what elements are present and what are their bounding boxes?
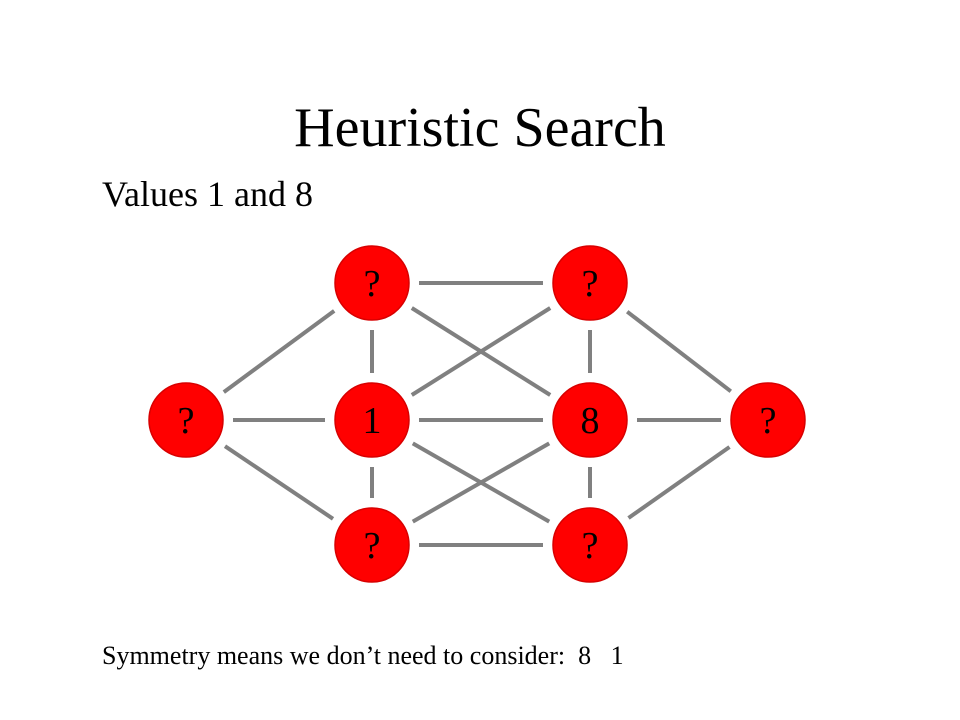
node-circle <box>552 245 628 321</box>
node-label: ? <box>760 400 777 442</box>
edge-bottom-right-right <box>627 445 731 520</box>
edge-left-top-left <box>222 309 336 394</box>
node-bottom-left: ? <box>334 507 410 583</box>
node-circle <box>730 382 806 458</box>
node-label: ? <box>582 263 599 305</box>
node-mid-right: 8 <box>552 382 628 458</box>
node-label: ? <box>582 525 599 567</box>
node-circle <box>334 382 410 458</box>
node-label: 8 <box>581 400 600 442</box>
node-left: ? <box>148 382 224 458</box>
node-circle <box>334 507 410 583</box>
edge-top-right-right <box>625 310 733 393</box>
node-top-right: ? <box>552 245 628 321</box>
node-label: 1 <box>363 400 382 442</box>
edge-mid-left-top-right <box>410 306 552 397</box>
edge-bottom-left-mid-right <box>411 441 551 524</box>
edge-left-bottom-left <box>223 444 335 521</box>
slide-title: Heuristic Search <box>294 97 666 159</box>
node-circle <box>148 382 224 458</box>
node-mid-left: 1 <box>334 382 410 458</box>
node-bottom-right: ? <box>552 507 628 583</box>
node-label: ? <box>178 400 195 442</box>
node-circle <box>552 382 628 458</box>
slide-subtitle: Values 1 and 8 <box>102 174 313 214</box>
node-layer: ?? 1?? 8?? <box>148 245 806 583</box>
node-label: ? <box>364 263 381 305</box>
node-circle <box>334 245 410 321</box>
edge-layer <box>222 281 733 547</box>
slide-footnote: Symmetry means we don’t need to consider… <box>102 641 624 670</box>
node-circle <box>552 507 628 583</box>
node-top-left: ? <box>334 245 410 321</box>
node-label: ? <box>364 525 381 567</box>
node-right: ? <box>730 382 806 458</box>
